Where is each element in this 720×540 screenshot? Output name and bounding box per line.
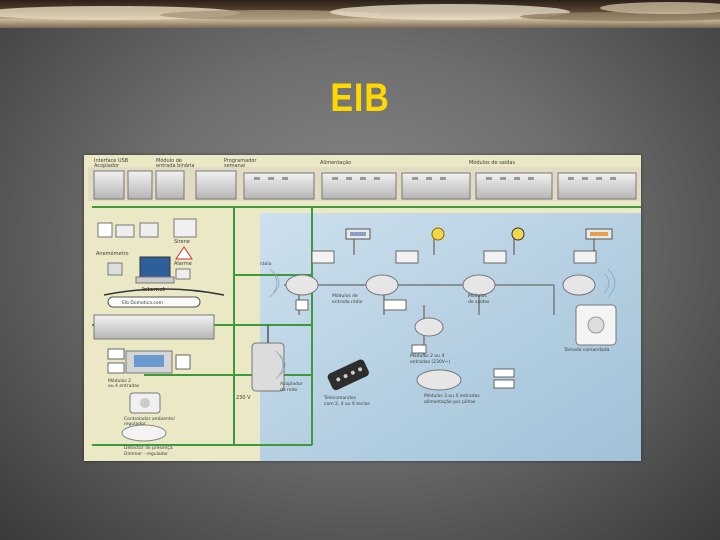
label-acoplador-rede: Acoplador [280, 381, 303, 387]
label-detector: Detector de presença [124, 445, 173, 451]
slide-title: EIB [54, 76, 666, 121]
label-top-1b: Acoplador [94, 163, 120, 169]
eib-system-diagram: Interface USB Acoplador Módulo de entrad… [84, 155, 641, 461]
label-modulos-2-4: Módulos 2 ou 4 [410, 352, 444, 359]
eib-installation-illustration: Interface USB Acoplador Módulo de entrad… [84, 155, 641, 461]
label-internet: Internet [142, 287, 166, 293]
label-regulador: regulador [124, 421, 146, 427]
label-domotica: Eib Domotica.com [122, 300, 163, 306]
label-top-2b: entrada binária [156, 162, 194, 169]
decorative-top-band [0, 0, 720, 28]
label-modulos-saidas-radio-b: de saídas [468, 298, 490, 305]
label-modulos-entrada-4: ou 4 entradas [108, 383, 140, 389]
label-telecomando-b: com 2, 4 ou 6 teclas [324, 401, 370, 407]
label-modulos-saidas-radio: Módulos [468, 292, 487, 299]
label-dimmer: Dimmer · regulador [124, 451, 168, 457]
label-anemometro: Anemómetro [96, 250, 129, 257]
label-acoplador-rede-b: da rede [280, 387, 297, 393]
label-modulos-3-4: Módulos 3 ou 4 entradas [424, 392, 480, 399]
label-modulos-entrada-2: Módulos 2 [108, 377, 131, 384]
label-sirene: Sirene [174, 239, 190, 245]
label-alimentacao: Alimentação [320, 160, 351, 166]
label-modulos-saidas: Módulos de saídas [469, 159, 515, 166]
label-230v: 230 V [236, 395, 251, 401]
label-modulos-entrada-radio-b: entrada rádio [332, 298, 363, 305]
label-radio: rádio [260, 260, 272, 267]
label-alarme: Alarme [174, 261, 192, 267]
label-modulos-3-4-b: alimentação por pilhas [424, 399, 476, 405]
label-telecomando: Telecomandos [323, 395, 357, 401]
label-modulos-2-4-b: entradas (230V~) [410, 359, 451, 365]
label-top-3b: semanal [224, 163, 245, 169]
label-modulos-entrada-radio: Módulos de [332, 292, 358, 299]
label-tomada: Tomada comandada [563, 347, 610, 353]
